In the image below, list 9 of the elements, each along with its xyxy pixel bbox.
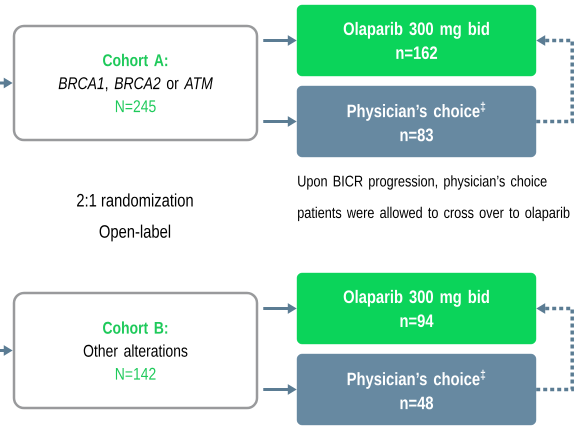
note-text: 2:1 randomization [77, 193, 193, 207]
treatment-box: Physician’s choice$^{‡}$ n=83 [296, 86, 536, 158]
treatment-box: Olaparib 300 mg bid n=94 [296, 272, 536, 344]
treatment-box: Olaparib 300 mg bid n=162 [296, 4, 536, 76]
cohort-box: Cohort B: Other alterations N=142 [12, 292, 258, 410]
note-text: Open-label [100, 224, 170, 242]
treatment-box: Physician’s choice$^{‡}$ n=48 [296, 354, 536, 426]
cohort-box: Cohort A: BRCA1, BRCA2 or ATM N=245 [12, 24, 258, 142]
note-text: Upon BICR progression, physician’s choice patients were allowed to cross over to olaparib [298, 175, 570, 222]
